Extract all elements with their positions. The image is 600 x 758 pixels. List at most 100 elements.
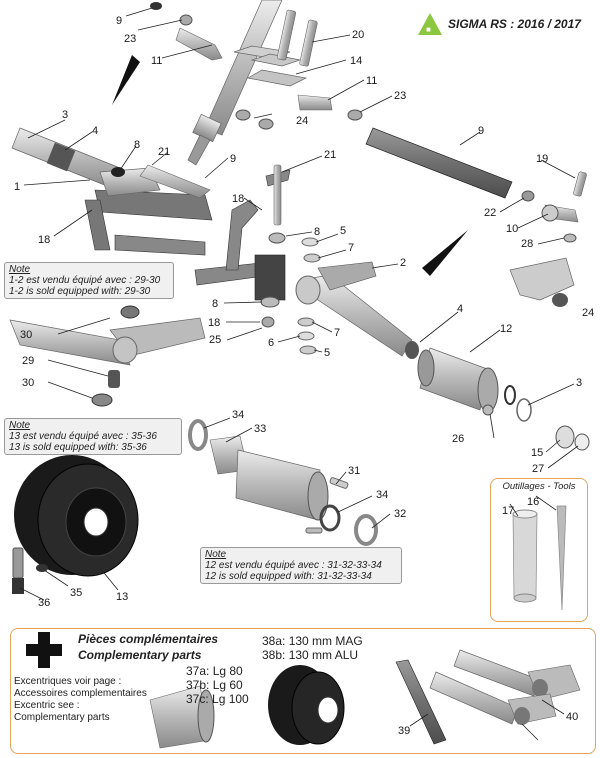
part-label: 35 (70, 587, 82, 599)
variants-37: 37a: Lg 80 37b: Lg 60 37c: Lg 100 (186, 664, 249, 706)
part-label: 34 (376, 489, 388, 501)
note-box: Note 12 est vendu équipé avec : 31-32-33… (200, 547, 402, 584)
part-label: 11 (151, 55, 162, 67)
arrow-left-icon (112, 55, 140, 105)
frame-stub-axle-group (11, 127, 213, 256)
part-label: 21 (158, 146, 170, 158)
tie-rod-end-11 (150, 2, 363, 121)
part-label: 18 (38, 234, 50, 246)
part-labels: 9 23 11 20 14 11 23 24 3 4 8 21 9 1 18 2… (14, 15, 594, 737)
part-label: 9 (230, 153, 236, 165)
part-label: 8 (134, 139, 140, 151)
frame-bracket-group (194, 164, 291, 328)
steering-column-group (187, 0, 308, 166)
bracket-24-right (509, 257, 575, 307)
note-text-fr: 1-2 est vendu équipé avec : 29-30 (9, 275, 161, 286)
eccentric-37 (149, 685, 215, 749)
see-text-line: Excentric see : (14, 700, 80, 711)
part-label: 13 (116, 591, 128, 603)
part-label: 28 (521, 238, 533, 250)
part-label: 20 (352, 29, 364, 41)
note-text-fr: 12 est vendu équipé avec : 31-32-33-34 (205, 560, 382, 571)
part-label: 3 (576, 377, 582, 389)
part-label: 1 (14, 181, 20, 193)
tools-box: Outillages - Tools (490, 478, 588, 622)
part-label: 29 (22, 355, 34, 367)
part-label: 34 (232, 409, 244, 421)
part-label: 4 (457, 303, 463, 315)
part-label: 4 (92, 125, 98, 137)
complementary-box (10, 628, 596, 754)
part-label: 27 (532, 463, 544, 475)
variant-37a: 37a: Lg 80 (186, 664, 243, 678)
variant-37c: 37c: Lg 100 (186, 692, 249, 706)
part-label: 8 (212, 298, 218, 310)
wheel-38 (268, 665, 345, 745)
part-label: 15 (531, 447, 543, 459)
part-label: 24 (296, 115, 308, 127)
leader-lines (19, 7, 579, 741)
part-label: 7 (348, 242, 354, 254)
see-text-line: Excentriques voir page : (14, 676, 122, 687)
part-label: 5 (324, 347, 330, 359)
note-box: Note 13 est vendu équipé avec : 35-36 13… (4, 418, 182, 455)
bolts-20 (276, 9, 318, 67)
part-label: 39 (398, 725, 410, 737)
variant-38b: 38b: 130 mm ALU (262, 648, 359, 662)
stub-axle-left (9, 305, 206, 407)
stub-axles-39-40 (429, 649, 581, 725)
part-label: 21 (324, 149, 336, 161)
part-label: 17 (502, 505, 514, 517)
title-box: SIGMA RS : 2016 / 2017 (418, 13, 581, 35)
part-label: 36 (38, 597, 50, 609)
nuts-24-top (235, 109, 274, 130)
valve-36-35 (12, 547, 48, 594)
part-label: 2 (400, 257, 406, 269)
part-label: 23 (124, 33, 136, 45)
tools-drawings (512, 505, 567, 611)
see-text-line[interactable]: Accessoires complementaires (14, 688, 147, 699)
part-label: 30 (22, 377, 34, 389)
part-label: 9 (116, 15, 122, 27)
hub-12 (417, 347, 590, 451)
washers-5-7 (297, 237, 321, 355)
wheel-13 (14, 455, 139, 577)
part-label: 18 (208, 317, 220, 329)
plus-icon (26, 632, 62, 668)
part-label: 32 (394, 508, 406, 520)
spindle-2 (295, 261, 419, 359)
see-text: Excentriques voir page : Accessoires com… (14, 676, 147, 724)
see-text-line[interactable]: Complementary parts (14, 712, 110, 723)
part-label: 16 (527, 496, 539, 508)
part-label: 11 (366, 75, 377, 87)
part-label: 9 (478, 125, 484, 137)
part-label: 26 (452, 433, 464, 445)
page-title: SIGMA RS : 2016 / 2017 (448, 17, 581, 31)
part-label: 25 (209, 334, 221, 346)
part-label: 14 (350, 55, 362, 67)
part-label: 7 (334, 327, 340, 339)
note-box: Note 1-2 est vendu équipé avec : 29-30 1… (4, 262, 174, 299)
part-label: 19 (536, 153, 548, 165)
part-label: 5 (340, 225, 346, 237)
variant-37b: 37b: Lg 60 (186, 678, 243, 692)
complementary-title-en: Complementary parts (78, 648, 202, 662)
svg-text:■: ■ (426, 25, 431, 34)
sigma-logo-icon: ■ (418, 13, 442, 35)
part-label: 33 (254, 423, 266, 435)
part-label: 10 (506, 223, 518, 235)
arrow-right-icon (422, 230, 468, 276)
tie-rod-9 (365, 127, 513, 199)
rod-41 (395, 659, 447, 745)
part-label: 24 (582, 307, 594, 319)
note-text-en: 12 is sold equipped with: 31-32-33-34 (205, 571, 372, 582)
note-text-fr: 13 est vendu équipé avec : 35-36 (9, 431, 157, 442)
part-label: 23 (394, 90, 406, 102)
part-label: 6 (268, 337, 274, 349)
hub-33-group (188, 419, 378, 546)
variants-38: 38a: 130 mm MAG 38b: 130 mm ALU (262, 634, 363, 662)
part-label: 22 (484, 207, 496, 219)
tools-title: Outillages - Tools (502, 481, 576, 492)
part-label: 30 (20, 329, 32, 341)
